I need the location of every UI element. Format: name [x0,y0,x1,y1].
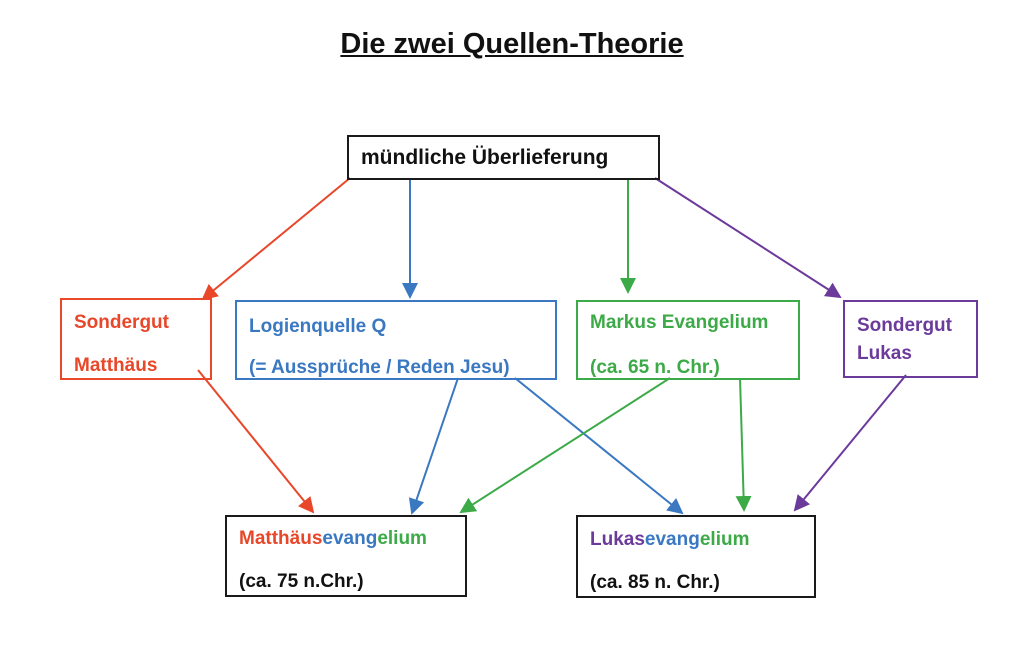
node-label: Sondergut [857,315,952,336]
title-part: Lukas [590,529,645,550]
node-title: Matthäusevangelium [239,528,427,550]
arrow-oral-to-sondergut-matthaeus [201,177,351,301]
arrow-markus-to-matthaeus [459,377,671,514]
node-label: Sondergut [74,312,169,333]
arrow-markus-to-lukas [735,377,752,512]
node-oral-tradition: mündliche Überlieferung [347,135,660,180]
node-matthaeusevangelium: Matthäusevangelium (ca. 75 n.Chr.) [225,515,467,597]
node-lukasevangelium: Lukasevangelium (ca. 85 n. Chr.) [576,515,816,598]
node-title: Lukasevangelium [590,529,749,551]
node-logienquelle-q: Logienquelle Q (= Aussprüche / Reden Jes… [235,300,557,380]
title-part: elium [699,529,750,550]
node-label: (= Aussprüche / Reden Jesu) [249,357,510,378]
node-sondergut-lukas: Sondergut Lukas [843,300,978,378]
node-date: (ca. 75 n.Chr.) [239,571,364,592]
arrow-sondergut-lukas-to-lukas [793,374,907,512]
title-part: Matthäus [239,528,323,549]
arrow-oral-to-sondergut-lukas [654,177,842,299]
node-sondergut-matthaeus: Sondergut Matthäus [60,298,212,380]
title-part: elium [377,528,427,549]
node-date: (ca. 85 n. Chr.) [590,572,720,593]
arrow-q-to-matthaeus [408,377,459,515]
node-markus-evangelium: Markus Evangelium (ca. 65 n. Chr.) [576,300,800,380]
node-label: Markus Evangelium [590,312,769,333]
title-part: evang [322,528,378,549]
arrow-sondergut-to-matthaeus [197,369,315,514]
node-label: Matthäus [74,355,158,376]
node-label: Logienquelle Q [249,316,387,337]
node-label: (ca. 65 n. Chr.) [590,357,720,378]
node-label: Lukas [857,343,912,364]
node-label: mündliche Überlieferung [361,146,609,169]
diagram-title: Die zwei Quellen-Theorie [340,28,684,60]
arrow-q-to-lukas [514,377,684,515]
title-part: evang [644,529,700,550]
